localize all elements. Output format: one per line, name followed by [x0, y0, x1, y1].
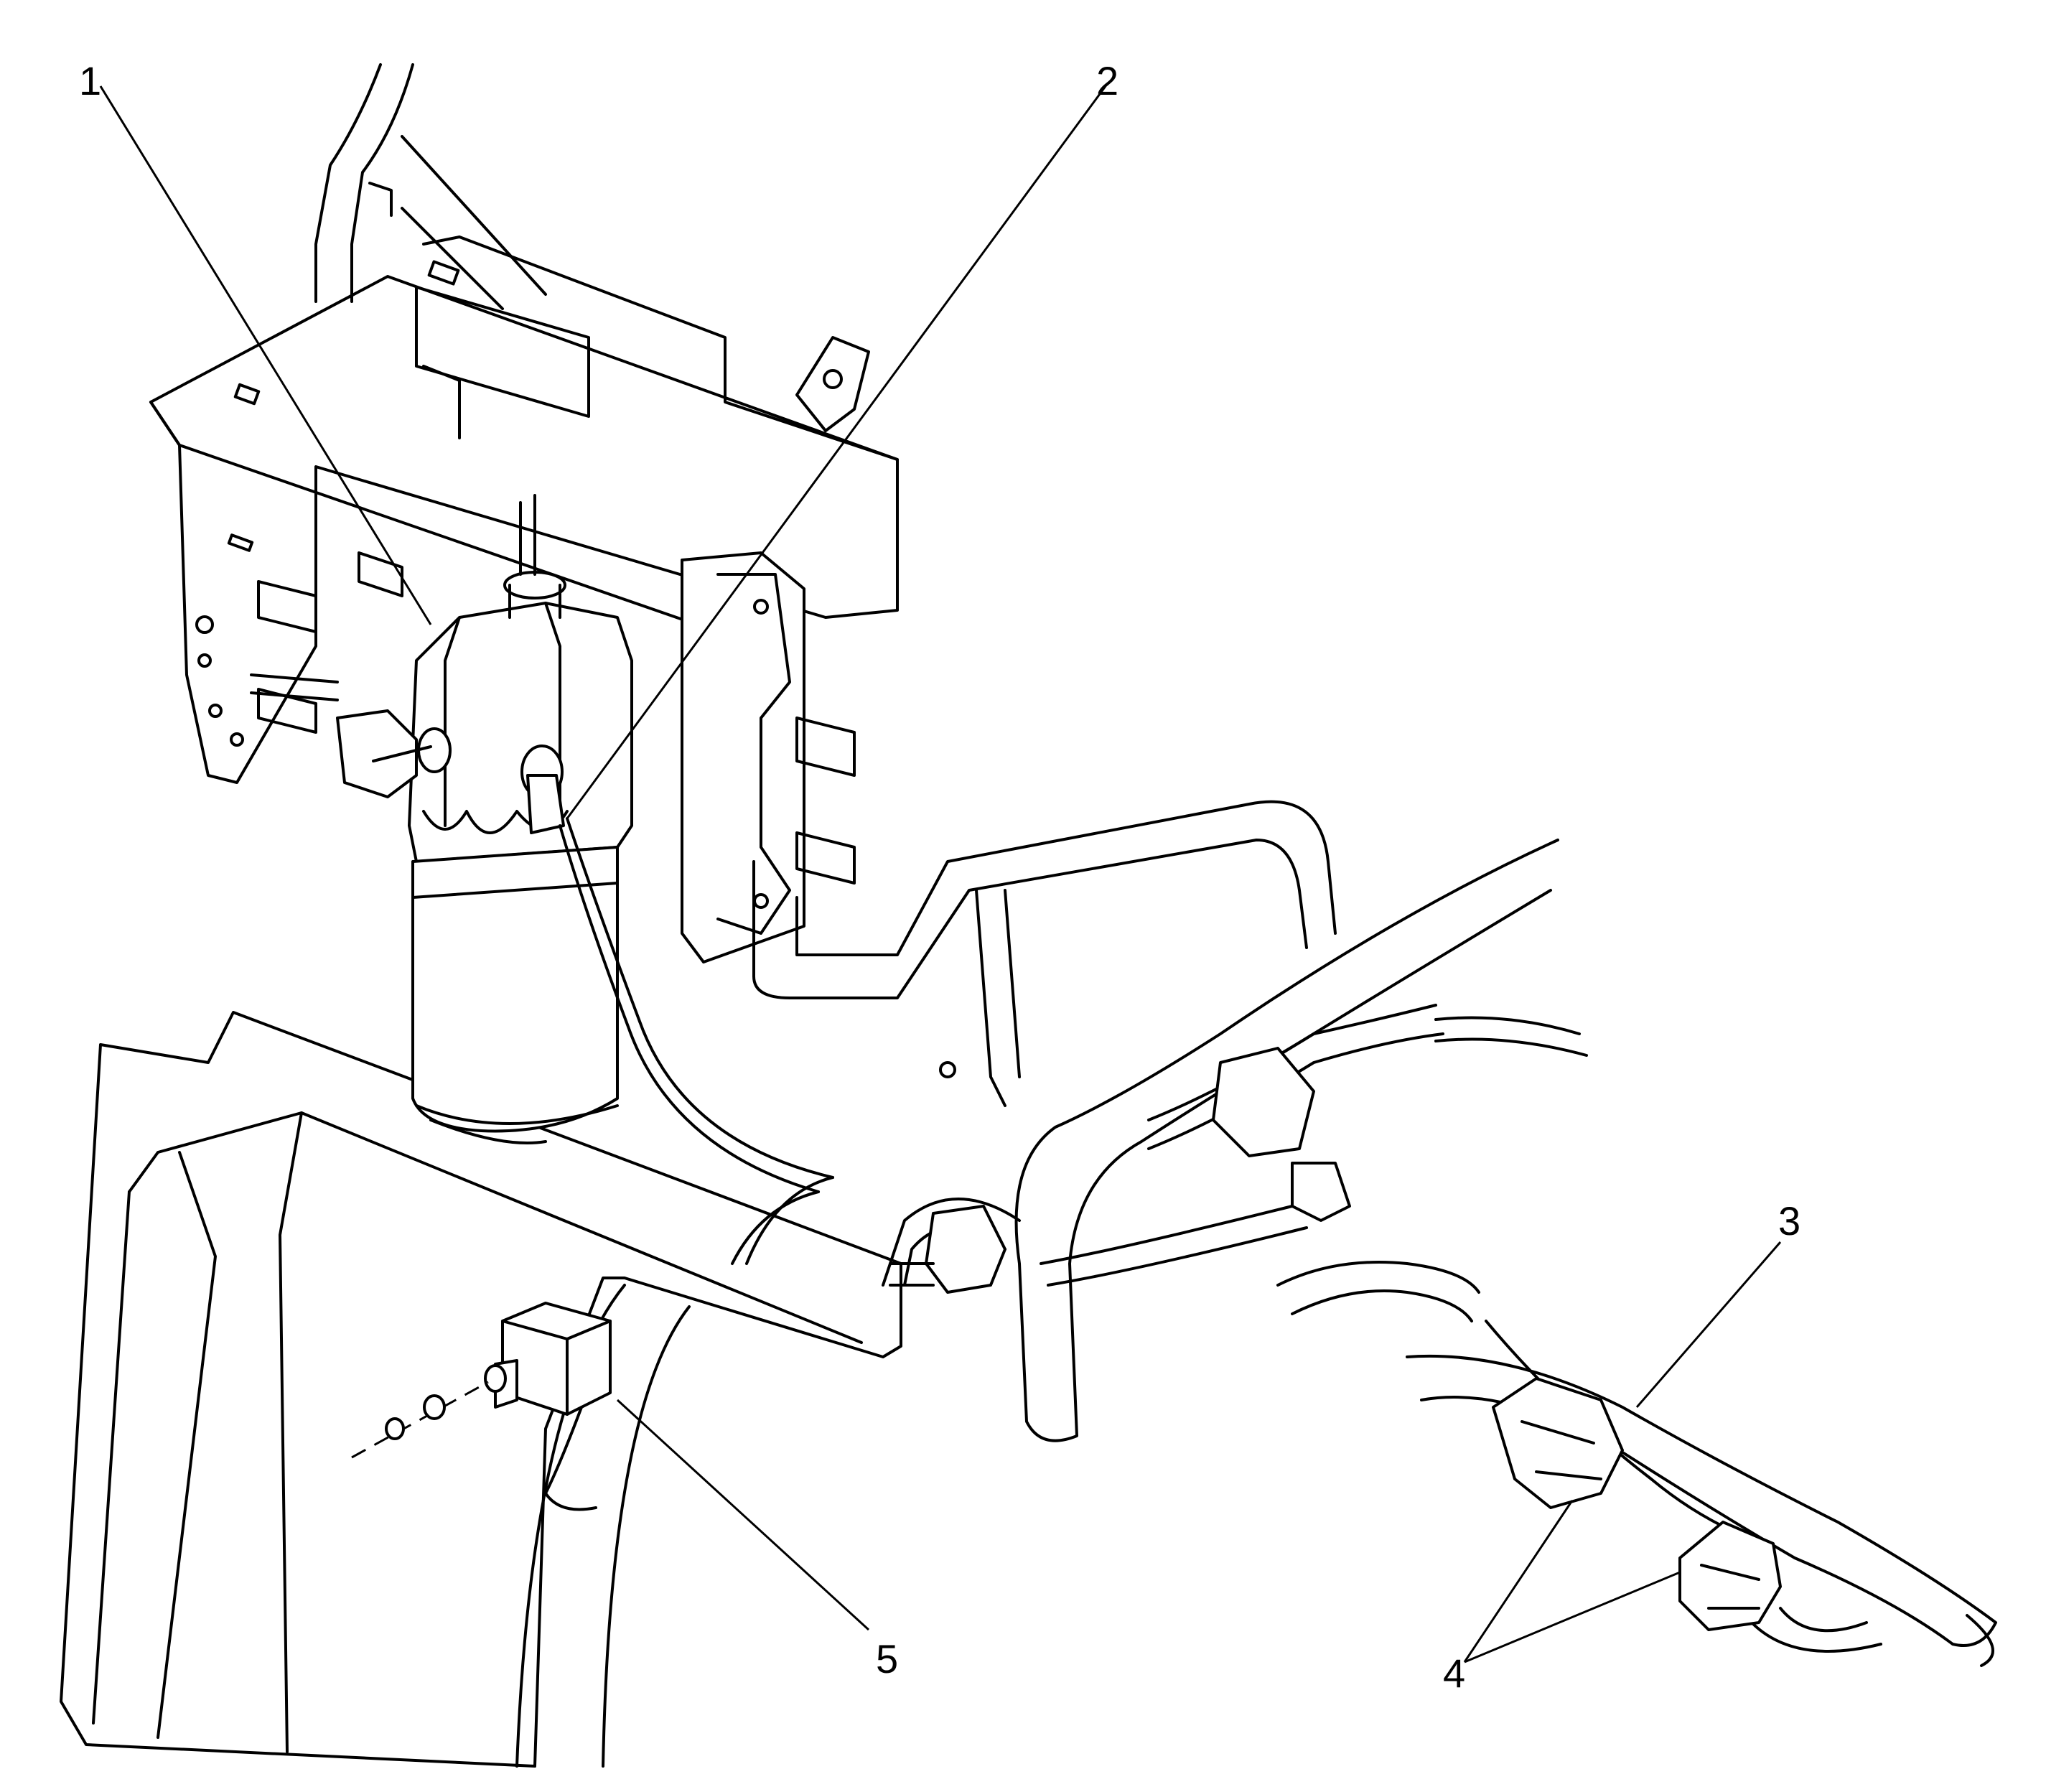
switch-harness-lead [559, 817, 834, 1265]
mounting-bracket [149, 235, 899, 963]
ac-line [752, 800, 1337, 1107]
callout-5: 5 [876, 1636, 898, 1681]
engine-harness [882, 839, 1588, 1442]
callout-4: 4 [1443, 1651, 1465, 1696]
callout-1: 1 [79, 58, 101, 103]
fender-panel [60, 1011, 902, 1768]
leader-4a [1463, 1500, 1574, 1663]
relay-assembly [351, 1302, 612, 1511]
leader-1 [99, 85, 432, 625]
callout-2: 2 [1096, 58, 1118, 103]
leader-2 [566, 85, 1107, 819]
leader-5 [616, 1399, 870, 1631]
leader-lines [99, 85, 1782, 1663]
leader-3 [1635, 1241, 1782, 1408]
lower-harness [1276, 1261, 1997, 1667]
callout-3: 3 [1778, 1198, 1800, 1243]
leader-4b [1464, 1571, 1681, 1663]
upper-hose [314, 63, 547, 310]
accumulator [250, 494, 633, 1144]
